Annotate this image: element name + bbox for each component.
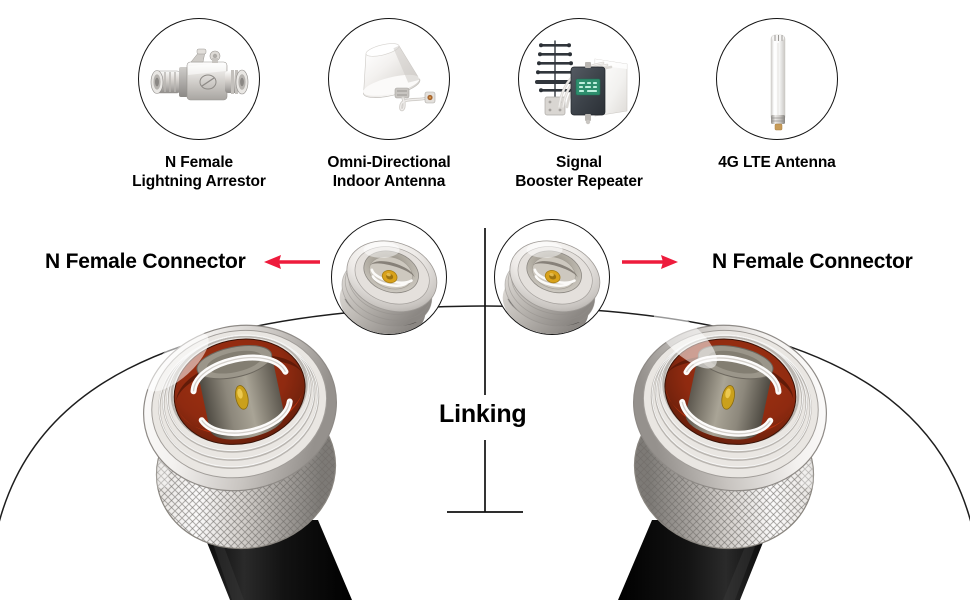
left-connector-callout: N Female Connector <box>45 250 246 273</box>
feature-omni-antenna: Omni-Directional Indoor Antenna <box>298 18 480 192</box>
linking-bracket <box>447 228 523 513</box>
n-male-connector-cable-right <box>618 309 827 600</box>
left-n-female-bubble <box>331 219 447 335</box>
omni-antenna-bubble <box>328 18 450 140</box>
n-female-connector-closeup <box>502 240 601 334</box>
feature-caption: Omni-Directional Indoor Antenna <box>327 154 451 190</box>
signal-booster-repeater-icon <box>535 40 628 125</box>
n-female-lightning-arrestor-icon <box>150 48 249 101</box>
feature-caption: Signal Booster Repeater <box>515 154 643 190</box>
right-connector-callout: N Female Connector <box>712 250 913 273</box>
4g-lte-antenna-icon <box>770 34 786 131</box>
lte-antenna-bubble <box>716 18 838 140</box>
feature-lightning-arrestor: N Female Lightning Arrestor <box>108 18 290 192</box>
right-n-female-bubble <box>494 219 610 335</box>
n-male-connector-cable-left <box>143 324 352 600</box>
lightning-arrestor-bubble <box>138 18 260 140</box>
arrow-right-icon <box>622 255 678 269</box>
n-female-connector-closeup <box>339 240 438 334</box>
feature-caption: N Female Lightning Arrestor <box>132 154 266 190</box>
feature-caption: 4G LTE Antenna <box>718 154 836 171</box>
linking-label: Linking <box>439 400 527 428</box>
feature-signal-booster: Signal Booster Repeater <box>488 18 670 192</box>
arrow-left-icon <box>264 255 320 269</box>
omni-directional-indoor-antenna-icon <box>363 43 436 112</box>
feature-lte-antenna: 4G LTE Antenna <box>686 18 868 173</box>
signal-booster-bubble <box>518 18 640 140</box>
